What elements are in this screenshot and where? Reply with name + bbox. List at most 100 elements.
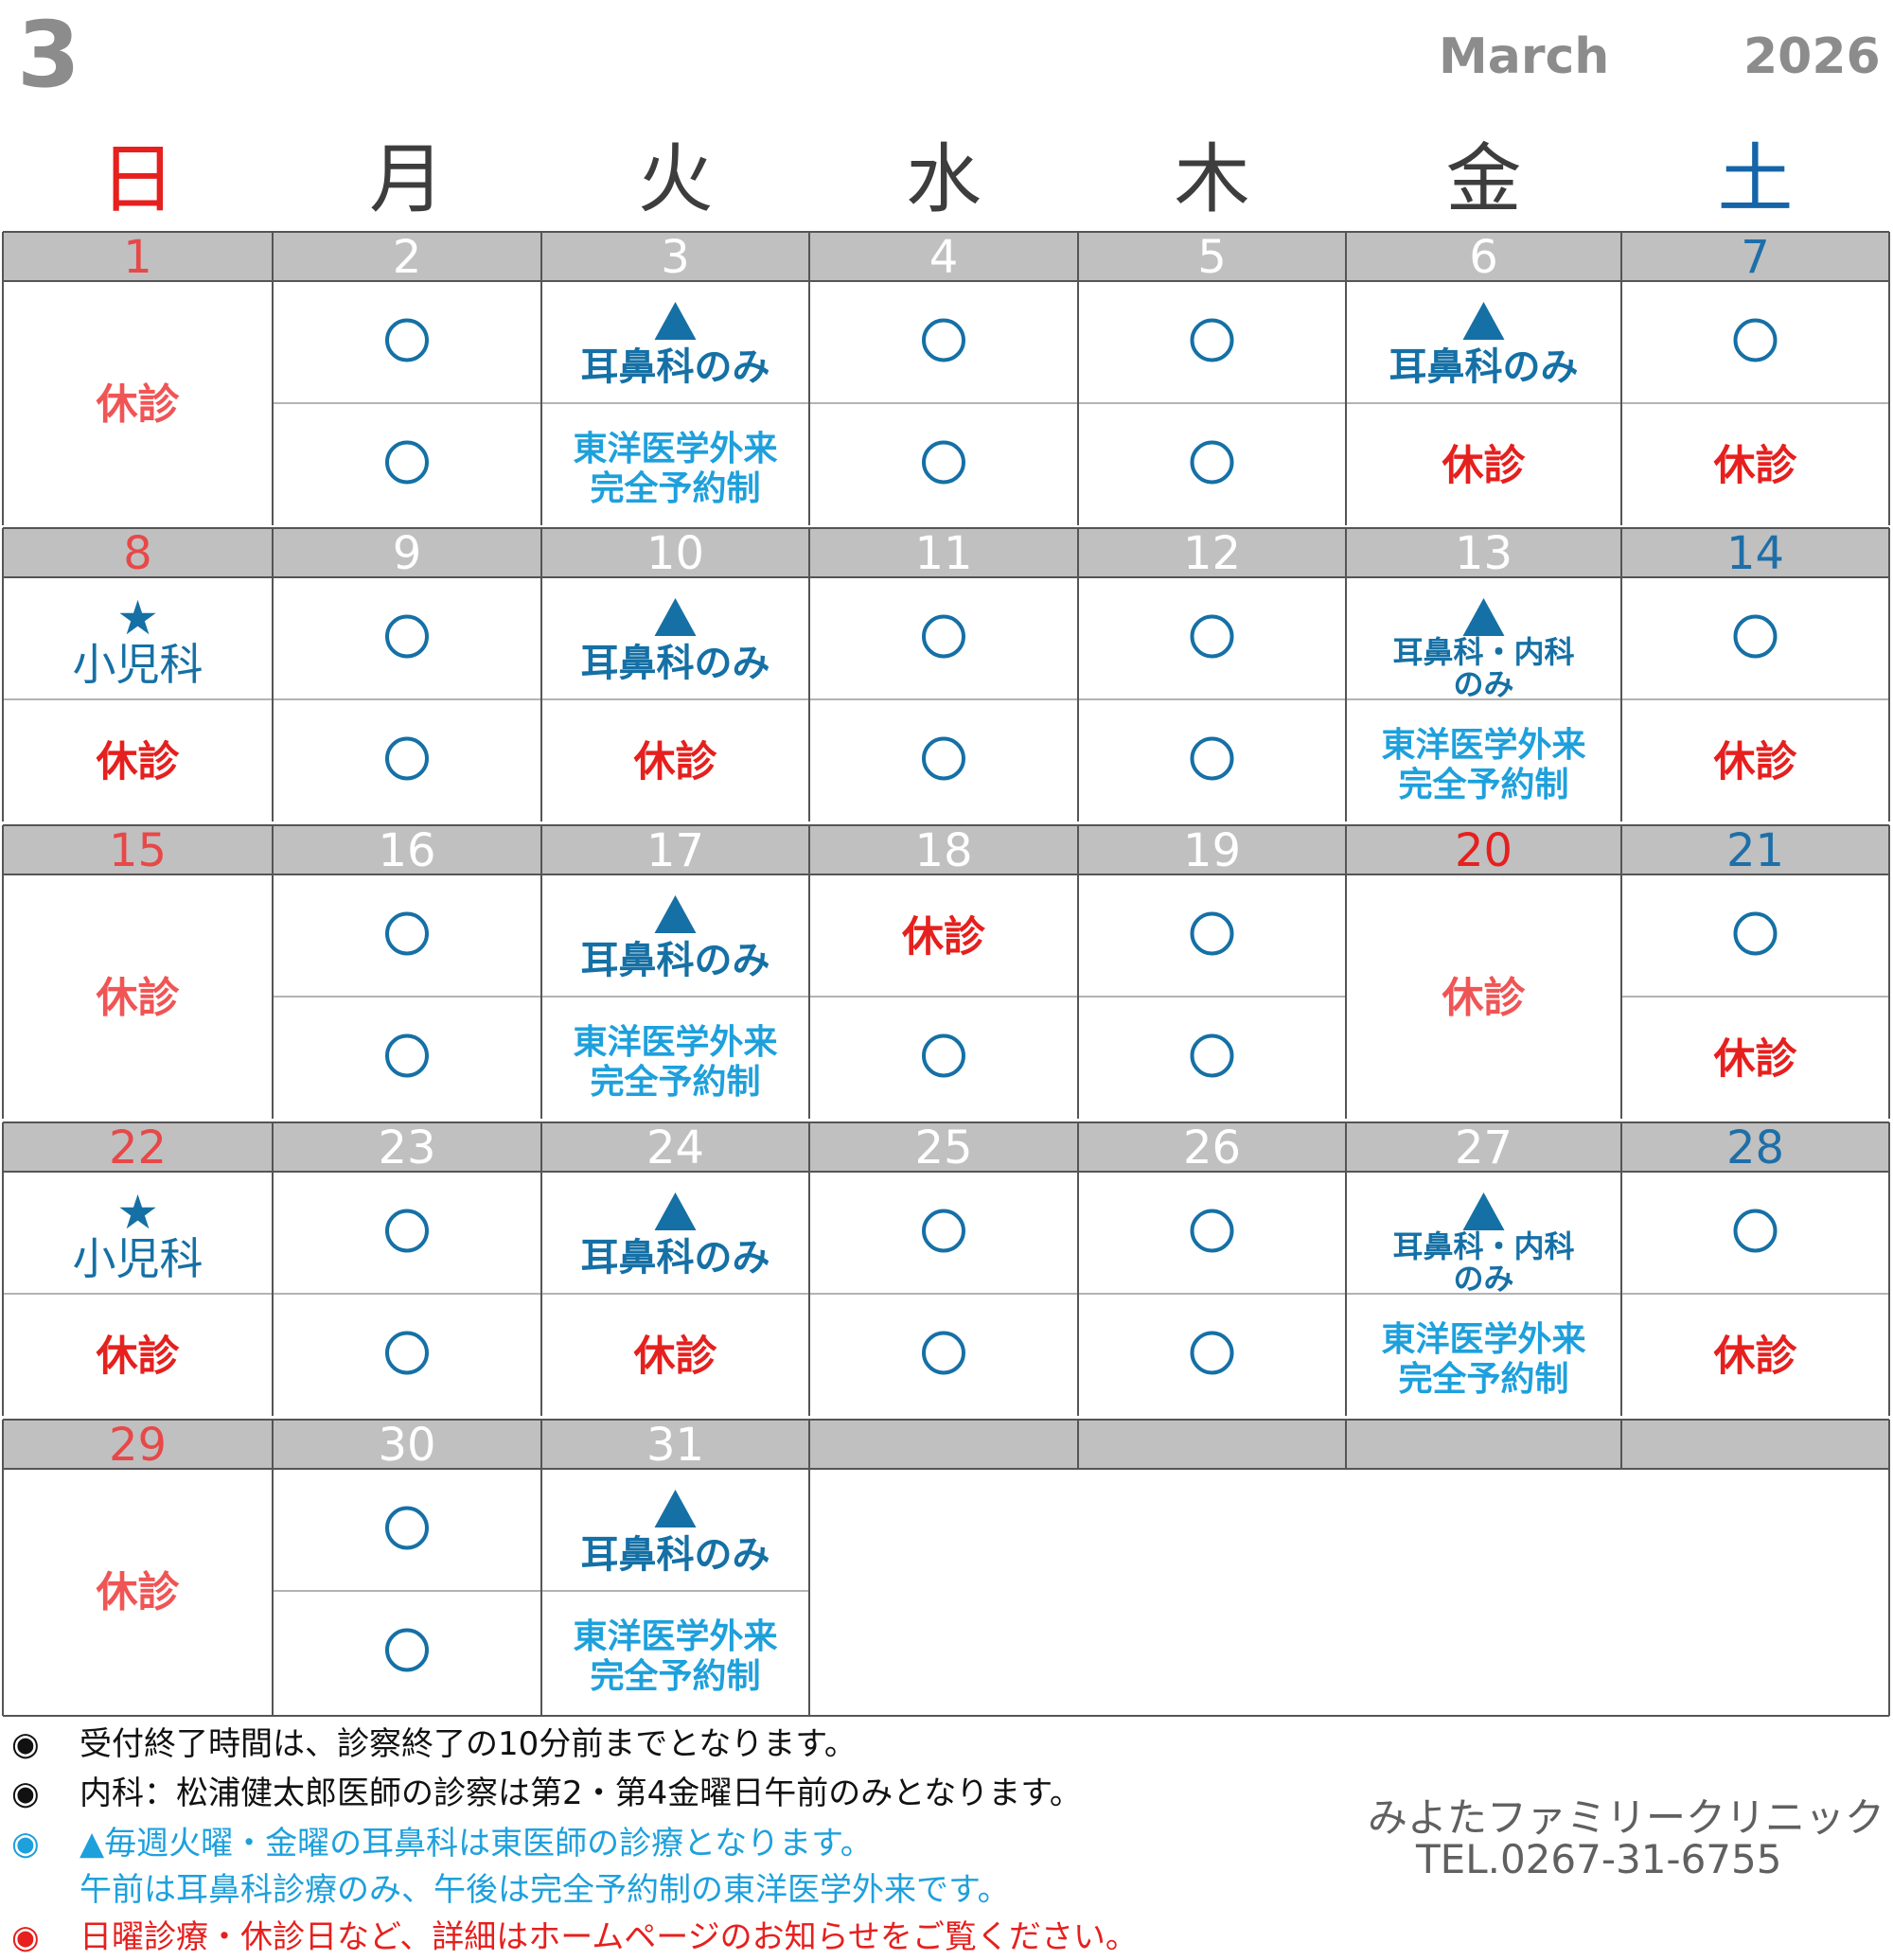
w4-d3-am-triangle-icon (654, 1192, 697, 1230)
w2-d1-pm-closed-label: 休診 (96, 738, 181, 786)
weekday-label-3: 水 (906, 135, 982, 223)
w1-d6-am-ent-label: 耳鼻科のみ (1389, 345, 1579, 389)
w4-d5-pm-open-circle-icon (1190, 1331, 1234, 1375)
w2-d3-pm-closed-label: 休診 (633, 738, 718, 786)
note-1-bullet-icon: ◉ (11, 1725, 40, 1763)
w2-d3-am-triangle-icon (654, 598, 697, 636)
w1-d4-am-open-circle-icon (922, 318, 965, 362)
w4-d6-am-ent-label-line1: 耳鼻科・内科 (1392, 1228, 1574, 1264)
w4-d4-pm-open-circle-icon (922, 1331, 965, 1375)
w4-d6-am-triangle-icon (1462, 1192, 1505, 1230)
w1-d5-am-open-circle-icon (1190, 318, 1234, 362)
date-22: 22 (109, 1121, 167, 1174)
w5-d3-pm-kampo-line2: 完全予約制 (590, 1656, 760, 1696)
month-name: March (1439, 28, 1610, 85)
date-3: 3 (661, 231, 690, 284)
w2-d1-am-star-icon: ★ (116, 591, 159, 645)
note-2: ◉内科：松浦健太郎医師の診察は第2・第4金曜日午前のみとなります。 (11, 1777, 1082, 1810)
w4-d7-pm-closed-label: 休診 (1713, 1333, 1798, 1381)
date-31: 31 (646, 1419, 704, 1472)
date-21: 21 (1726, 824, 1784, 877)
w2-d6-am-triangle-icon (1462, 598, 1505, 636)
date-11: 11 (914, 527, 972, 580)
note-3: ◉▲毎週火曜・金曜の耳鼻科は東医師の診療となります。 (11, 1828, 873, 1860)
w4-d1-am-star-icon: ★ (116, 1185, 159, 1240)
date-4: 4 (929, 231, 959, 284)
w1-d6-pm-closed-label: 休診 (1442, 442, 1527, 490)
w1-d3-am-ent-label: 耳鼻科のみ (581, 345, 770, 389)
date-20: 20 (1455, 824, 1513, 877)
date-16: 16 (378, 824, 435, 877)
w1-d2-am-open-circle-icon (385, 318, 429, 362)
w4-d3-pm-closed-label: 休診 (633, 1333, 718, 1381)
w3-d3-am-ent-label: 耳鼻科のみ (581, 939, 770, 982)
note-2-bullet-icon: ◉ (11, 1775, 40, 1812)
date-6: 6 (1469, 231, 1498, 284)
week-2-date-band (3, 528, 1889, 577)
w4-d3-am-ent-label: 耳鼻科のみ (581, 1236, 770, 1280)
w1-d5-pm-open-circle-icon (1190, 440, 1234, 485)
w2-d2-pm-open-circle-icon (385, 736, 429, 781)
date-13: 13 (1455, 527, 1513, 580)
w4-d4-am-open-circle-icon (922, 1209, 965, 1253)
date-2: 2 (393, 231, 422, 284)
w2-d2-am-open-circle-icon (385, 614, 429, 659)
w5-d3-am-triangle-icon (654, 1490, 697, 1527)
w1-d7-pm-closed-label: 休診 (1713, 442, 1798, 490)
w2-d7-am-open-circle-icon (1733, 614, 1778, 659)
w2-d7-pm-closed-label: 休診 (1713, 738, 1798, 786)
w5-d1-full-closed-label: 休診 (96, 1568, 181, 1616)
w4-d6-am-ent-label-line2: のみ (1453, 1261, 1513, 1297)
w2-d3-am-ent-label: 耳鼻科のみ (581, 642, 770, 685)
date-18: 18 (914, 824, 972, 877)
w5-d2-am-open-circle-icon (385, 1506, 429, 1550)
year: 2026 (1743, 28, 1881, 85)
w5-d2-pm-open-circle-icon (385, 1628, 429, 1672)
month-number: 3 (17, 2, 80, 108)
w4-d7-am-open-circle-icon (1733, 1209, 1778, 1253)
w1-d3-pm-kampo-line2: 完全予約制 (590, 468, 760, 508)
date-7: 7 (1741, 231, 1770, 284)
weekday-label-1: 月 (369, 135, 445, 223)
w1-d2-pm-open-circle-icon (385, 440, 429, 485)
w2-d6-pm-kampo-line1: 東洋医学外来 (1381, 725, 1585, 765)
week-5-date-band (3, 1420, 1889, 1469)
w2-d6-am-ent-label-line1: 耳鼻科・内科 (1392, 634, 1574, 670)
date-30: 30 (378, 1419, 435, 1472)
weekday-label-2: 火 (637, 135, 714, 223)
date-15: 15 (109, 824, 167, 877)
w3-d6-full-closed-label: 休診 (1442, 974, 1527, 1022)
date-28: 28 (1726, 1121, 1784, 1174)
date-1: 1 (123, 231, 152, 284)
date-27: 27 (1455, 1121, 1513, 1174)
week-1-date-band (3, 232, 1889, 281)
date-5: 5 (1197, 231, 1227, 284)
date-29: 29 (109, 1419, 167, 1472)
date-23: 23 (378, 1121, 435, 1174)
w2-d6-am-ent-label-line2: のみ (1453, 666, 1513, 702)
w2-d4-am-open-circle-icon (922, 614, 965, 659)
w3-d4-am-closed-label: 休診 (901, 913, 986, 962)
w3-d3-pm-kampo-line1: 東洋医学外来 (573, 1022, 777, 1062)
w3-d5-am-open-circle-icon (1190, 911, 1234, 956)
w1-d4-pm-open-circle-icon (922, 440, 965, 485)
w4-d1-pm-closed-label: 休診 (96, 1333, 181, 1381)
note-3-continued: 午前は耳鼻科診療のみ、午後は完全予約制の東洋医学外来です。 (80, 1871, 1010, 1909)
w3-d7-pm-closed-label: 休診 (1713, 1035, 1798, 1084)
date-19: 19 (1183, 824, 1241, 877)
w2-d4-pm-open-circle-icon (922, 736, 965, 781)
date-25: 25 (914, 1121, 972, 1174)
w4-d6-pm-kampo-line1: 東洋医学外来 (1381, 1319, 1585, 1359)
w1-d1-full-closed-label: 休診 (96, 380, 181, 429)
w3-d3-am-triangle-icon (654, 895, 697, 933)
week-3-date-band (3, 825, 1889, 874)
date-24: 24 (646, 1121, 704, 1174)
note-4-text: 日曜診療・休診日など、詳細はホームページのお知らせをご覧ください。 (80, 1918, 1138, 1956)
w3-d5-pm-open-circle-icon (1190, 1033, 1234, 1078)
date-14: 14 (1726, 527, 1784, 580)
w5-d3-am-ent-label: 耳鼻科のみ (581, 1533, 770, 1577)
w1-d3-am-triangle-icon (654, 302, 697, 340)
w3-d1-full-closed-label: 休診 (96, 974, 181, 1022)
note-3-bullet-icon: ◉ (11, 1825, 40, 1863)
